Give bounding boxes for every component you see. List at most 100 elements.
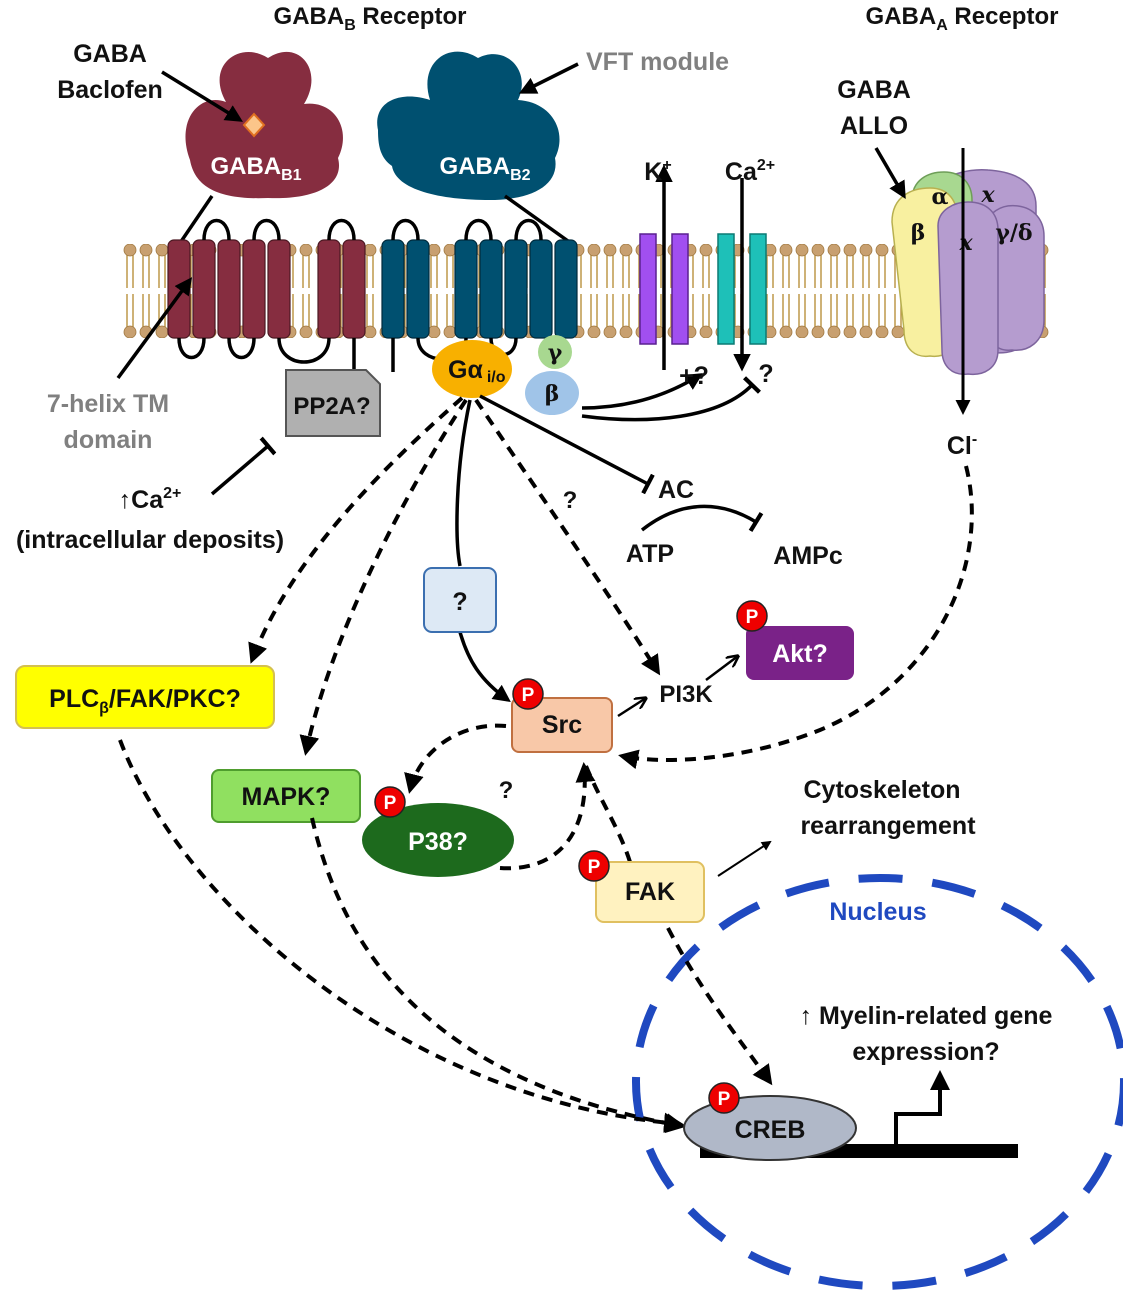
p38-ellipse: P38?: [362, 803, 514, 877]
ampc-label: AMPc: [773, 542, 843, 570]
galpha-to-pi3k: [474, 398, 661, 676]
svg-text:P: P: [384, 793, 397, 814]
myelin-gene-label: ↑ Myelin-related gene: [800, 1002, 1053, 1030]
svg-text:PP2A?: PP2A?: [293, 393, 370, 420]
gabab2-tm-helices: [381, 239, 578, 339]
svg-text:γ: γ: [548, 340, 563, 366]
transcription-start-arrow: [894, 1070, 950, 1144]
svg-text:x: x: [958, 230, 973, 256]
mapk-box: MAPK?: [211, 769, 361, 823]
src-box: Src: [511, 697, 613, 753]
svg-text:GABAB2: GABAB2: [439, 153, 530, 184]
svg-text:P: P: [522, 685, 535, 706]
ligand-arrow: [161, 70, 243, 122]
galpha-to-unknown: [455, 399, 472, 567]
svg-text:Gαi/o: Gαi/o: [448, 356, 506, 386]
svg-text:Src: Src: [542, 711, 582, 739]
ca-inhibits-pp2a: [210, 436, 277, 496]
svg-text:CREB: CREB: [735, 1116, 806, 1144]
plc-to-creb: [118, 739, 684, 1133]
gabab2-linker: [503, 194, 577, 248]
gaba-ligand-label: GABA: [73, 40, 147, 68]
svg-text:γ/δ: γ/δ: [995, 220, 1032, 246]
unknown-mediator-box: ?: [423, 567, 497, 633]
svg-text:P: P: [588, 857, 601, 878]
p38-to-src: [499, 762, 596, 871]
ligand-binding-site: [242, 112, 266, 138]
seven-helix-label-2: domain: [64, 426, 153, 454]
galpha-to-plc: [248, 396, 464, 664]
gabaa-gaba-label: GABA: [837, 76, 911, 104]
svg-text:β: β: [545, 381, 560, 407]
ca-ion-label: Ca2+: [725, 157, 775, 186]
gbetagamma-activates-k: [581, 373, 703, 410]
src-phospho-badge: P: [512, 678, 544, 710]
seven-helix-arrow: [116, 277, 193, 380]
gabaa-receptor: α x β x γ/δ: [891, 168, 1045, 376]
pi3k-label: PI3K: [659, 681, 713, 708]
baclofen-ligand-label: Baclofen: [57, 76, 163, 104]
src-to-pi3k: [617, 698, 646, 718]
cytoskeleton-label-2: rearrangement: [800, 812, 976, 840]
fak-box: FAK: [595, 861, 705, 923]
svg-text:α: α: [932, 184, 949, 210]
gabaa-receptor-title: GABAA Receptor: [866, 3, 1059, 34]
gabab1-linker: [176, 195, 214, 247]
gabab1-tm-helices: [167, 239, 366, 339]
svg-text:P38?: P38?: [408, 828, 468, 856]
cl-to-src: [618, 465, 974, 770]
nucleus-label: Nucleus: [829, 898, 926, 926]
creb-ellipse: CREB: [683, 1095, 857, 1161]
gabab-receptor-title: GABAB Receptor: [274, 3, 467, 34]
k-ion-label: K+: [644, 157, 671, 186]
myelin-gene-label-2: expression?: [852, 1038, 999, 1066]
seven-helix-label: 7-helix TM: [47, 390, 169, 418]
svg-text:β: β: [911, 220, 926, 246]
fak-phospho-badge: P: [578, 850, 610, 882]
vft-arrow: [518, 62, 579, 94]
plus-question-label: +?: [679, 362, 709, 390]
pi3k-question-label: ?: [563, 487, 578, 514]
beta-subunit: β: [525, 371, 579, 415]
svg-text:MAPK?: MAPK?: [242, 783, 331, 811]
svg-text:GABAB1: GABAB1: [210, 153, 301, 184]
tm-loops: [177, 218, 543, 372]
unknown-to-src: [458, 631, 511, 703]
ca-deposits-label: ↑Ca2+: [119, 485, 182, 514]
p38-question-label: ?: [499, 777, 514, 804]
svg-text:Akt?: Akt?: [772, 640, 828, 668]
creb-phospho-badge: P: [708, 1082, 740, 1114]
svg-text:?: ?: [452, 588, 467, 616]
ac-label: AC: [658, 476, 694, 504]
gamma-subunit: γ: [538, 335, 572, 369]
svg-text:FAK: FAK: [625, 878, 675, 906]
svg-text:PLCβ/FAK/PKC?: PLCβ/FAK/PKC?: [49, 685, 241, 717]
cl-ion-label: Cl-: [947, 431, 977, 460]
p38-phospho-badge: P: [374, 786, 406, 818]
akt-box: Akt?: [746, 626, 854, 680]
atp-label: ATP: [626, 540, 674, 568]
src-to-p38: [404, 723, 507, 794]
plc-fak-pkc-box: PLCβ/FAK/PKC?: [15, 665, 275, 729]
fak-to-creb: [666, 927, 773, 1086]
vft-module-label: VFT module: [586, 48, 729, 76]
gabaa-subunit-x-front: [937, 201, 999, 376]
pi3k-to-akt: [705, 656, 738, 681]
svg-text:P: P: [718, 1089, 731, 1110]
pp2a-box: PP2A?: [285, 369, 381, 437]
mapk-to-creb: [310, 817, 686, 1134]
gabab2-vft-domain: GABAB2: [377, 51, 560, 201]
ca-deposits-label-2: (intracellular deposits): [16, 526, 284, 554]
akt-phospho-badge: P: [736, 600, 768, 632]
gabaa-allo-label: ALLO: [840, 112, 908, 140]
ca-channel: [717, 233, 767, 345]
ac-atp-to-ampc: [640, 504, 764, 533]
gabaa-ligand-arrow: [874, 147, 906, 200]
cytoskeleton-label: Cytoskeleton: [804, 776, 961, 804]
minus-question-label: ?: [758, 360, 773, 388]
fak-to-src: [584, 765, 632, 863]
svg-text:x: x: [980, 182, 995, 208]
